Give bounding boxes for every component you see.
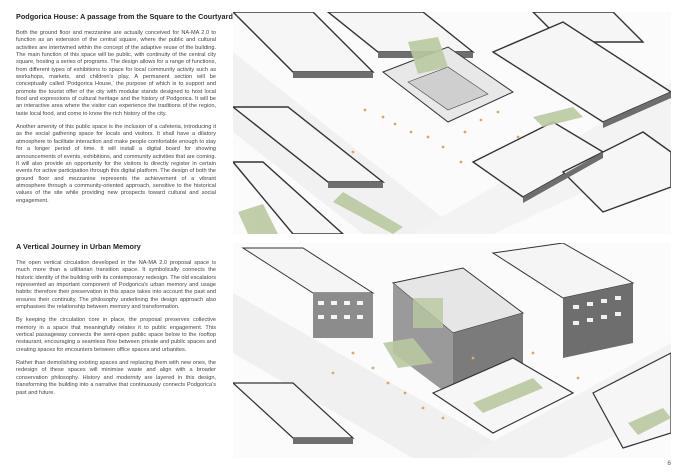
section-title: Podgorica House: A passage from the Squa… — [16, 12, 233, 21]
axonometric-ground-floor-illustration — [233, 12, 671, 234]
page-number: 6 — [667, 460, 671, 467]
axonometric-vertical-circulation-illustration — [233, 243, 671, 458]
section-podgorica-house: Podgorica House: A passage from the Squa… — [16, 12, 233, 211]
paragraph: The open vertical circulation developed … — [16, 260, 216, 311]
paragraph: Rather than demolishing existing spaces … — [16, 360, 216, 396]
paragraph: By keeping the circulation core in place… — [16, 317, 216, 353]
section-title: A Vertical Journey in Urban Memory — [16, 242, 141, 251]
section-vertical-journey: A Vertical Journey in Urban Memory The o… — [16, 242, 216, 403]
paragraph: Both the ground floor and mezzanine are … — [16, 30, 216, 117]
paragraph: Another amenity of this public space is … — [16, 124, 216, 204]
